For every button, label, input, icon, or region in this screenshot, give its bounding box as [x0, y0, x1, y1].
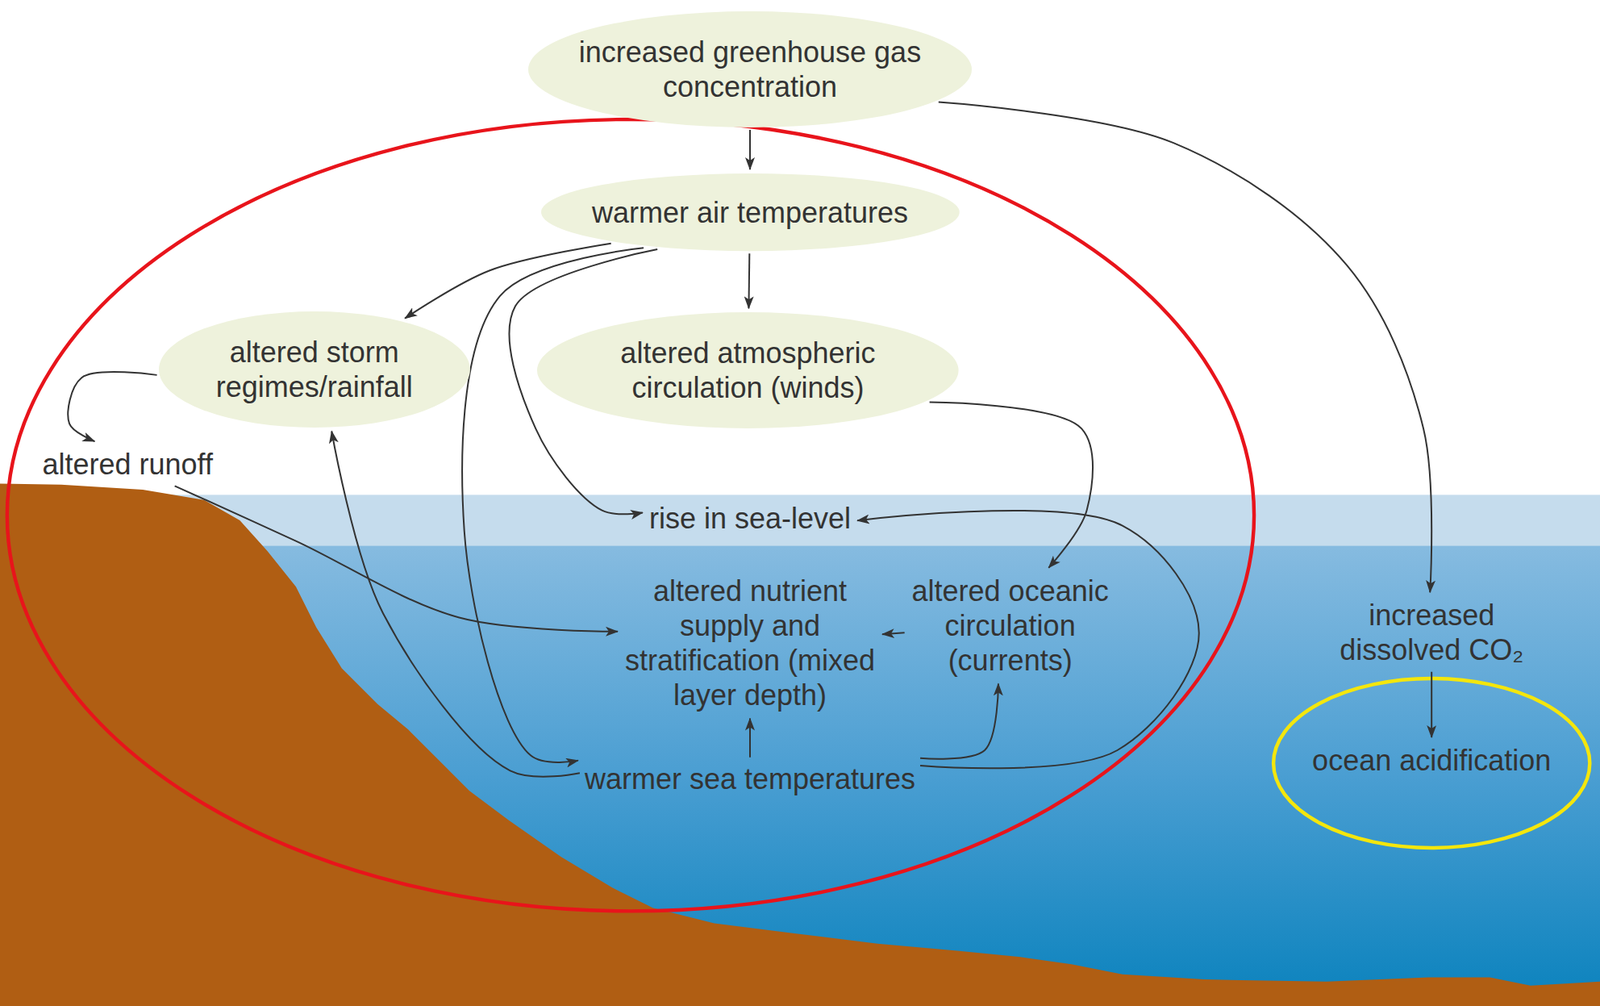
arrow-connector [749, 129, 751, 170]
node-label: altered oceanic circulation (currents) [909, 573, 1112, 679]
node-text-group: warmer sea temperatures [584, 761, 916, 796]
arrow-connector [749, 718, 751, 758]
ellipse-fill [541, 173, 960, 251]
node-label: increased greenhouse gas concentration [572, 34, 928, 105]
node-label: altered storm regimes/rainfall [209, 334, 420, 405]
ellipse-node: warmer air temperatures [541, 173, 960, 251]
arrow-connector [857, 510, 1200, 768]
node-label: ocean acidification [1312, 742, 1551, 778]
arrow-connector [747, 253, 750, 309]
arrow-connector [938, 102, 1432, 593]
node-text-group: warmer air temperatures [591, 195, 909, 230]
text-node: altered nutrient supply and stratificati… [620, 571, 880, 715]
red-highlight-ellipse [7, 119, 1255, 911]
arrow-connector [175, 485, 618, 631]
node-label: altered runoff [41, 446, 213, 482]
node-label: rise in sea-level [649, 500, 851, 536]
sky [0, 0, 1600, 496]
arrow-connector [404, 243, 612, 319]
land-slope [0, 483, 1600, 1006]
text-node: altered oceanic circulation (currents) [906, 571, 1115, 680]
arrow-connector [882, 632, 905, 634]
ellipse-node: altered storm regimes/rainfall [158, 311, 471, 428]
ellipse-outline [537, 312, 959, 429]
node-text-group: increased greenhouse gas concentration [572, 34, 928, 105]
text-node: ocean acidification [1308, 741, 1555, 780]
node-text-group: altered runoff [41, 446, 213, 482]
ellipse-fill [528, 11, 972, 128]
arrow-connector [920, 683, 999, 759]
arrow-connector [1430, 671, 1433, 738]
node-text-group: ocean acidification [1312, 742, 1551, 778]
text-node: rise in sea-level [645, 499, 855, 538]
node-text-group: altered nutrient supply and stratificati… [624, 573, 876, 713]
node-label: warmer sea temperatures [584, 761, 916, 796]
node-label: warmer air temperatures [591, 195, 909, 230]
node-text-group: altered oceanic circulation (currents) [909, 573, 1112, 679]
text-node: increased dissolved CO₂ [1331, 595, 1532, 669]
ellipse-fill [158, 311, 471, 428]
text-node: altered runoff [38, 445, 216, 484]
node-text-group: altered atmospheric circulation (winds) [610, 335, 885, 405]
arrow-connector [67, 371, 157, 442]
arrow-connector [331, 431, 580, 777]
node-label: increased dissolved CO₂ [1334, 597, 1529, 667]
arrow-connector [462, 247, 644, 763]
ellipse-outline [528, 11, 972, 128]
node-label: altered atmospheric circulation (winds) [610, 335, 885, 405]
ellipse-node: altered atmospheric circulation (winds) [537, 312, 959, 429]
ellipse-fill [537, 312, 959, 429]
node-text-group: increased dissolved CO₂ [1334, 597, 1529, 667]
ellipse-node: increased greenhouse gas concentration [528, 11, 972, 128]
text-node: warmer sea temperatures [581, 759, 919, 798]
ellipse-outline [158, 311, 471, 428]
node-text-group: rise in sea-level [649, 500, 851, 536]
node-label: altered nutrient supply and stratificati… [624, 573, 876, 713]
arrow-connector [929, 402, 1093, 568]
node-text-group: altered storm regimes/rainfall [209, 334, 420, 405]
